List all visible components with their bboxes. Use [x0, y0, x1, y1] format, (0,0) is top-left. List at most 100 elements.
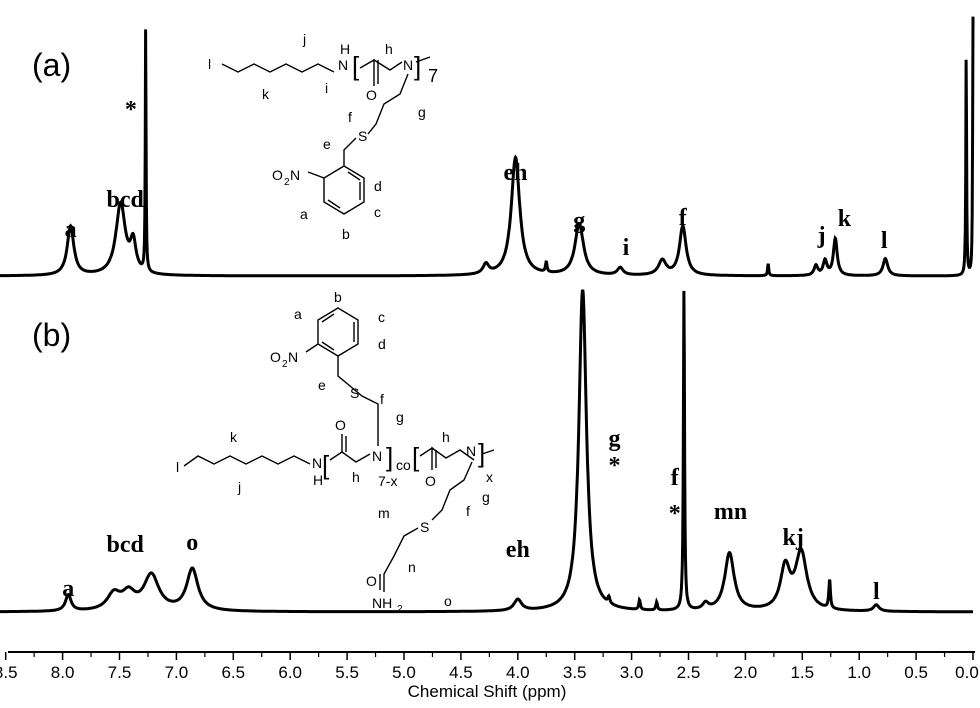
x-tick-label: 5.0	[392, 663, 416, 682]
struct-b-bracket-4: ]	[478, 438, 485, 468]
struct-b-atom-o2: O	[425, 473, 436, 489]
peak-label-b-9: kj	[783, 525, 804, 551]
x-tick-label: 4.0	[506, 663, 530, 682]
side-chain-b3-bonds	[383, 527, 419, 592]
struct-b-label-e: e	[318, 377, 326, 393]
peak-label-a-8: k	[838, 206, 852, 232]
x-tick-label: 8.5	[0, 663, 18, 682]
struct-b-atom-n2: N	[466, 443, 476, 459]
x-tick-label: 0.5	[904, 663, 928, 682]
peak-label-b-6: f	[671, 465, 680, 491]
benzyl-bonds	[343, 137, 357, 166]
struct-a-label-h: h	[385, 41, 393, 57]
struct-b-co: co	[396, 457, 411, 473]
x-tick-label: 2.5	[677, 663, 701, 682]
peak-label-b-7: *	[669, 501, 681, 527]
peak-label-a-7: j	[817, 223, 826, 249]
alkyl-chain-b-bonds	[183, 455, 311, 467]
chemical-structure-b: b a c d O 2 N e S f g l k j N H [ O h N …	[176, 289, 495, 615]
peak-label-b-8: mn	[714, 499, 747, 525]
x-tick-label: 5.5	[335, 663, 359, 682]
x-tick-label: 6.0	[278, 663, 302, 682]
peak-label-a-0: a	[65, 217, 77, 243]
x-tick-label: 6.5	[221, 663, 245, 682]
struct-b-label-j: j	[237, 479, 241, 495]
struct-b-label-g: g	[396, 409, 404, 425]
struct-a-atom-n: N	[338, 57, 348, 73]
struct-b-atom-s: S	[350, 385, 359, 401]
peak-label-b-10: l	[873, 579, 880, 605]
panel-b-label: (b)	[32, 317, 71, 353]
struct-b-atom-s2: S	[420, 519, 429, 535]
peak-label-a-6: f	[679, 205, 688, 231]
x-tick-label: 1.5	[790, 663, 814, 682]
x-tick-label: 0.0	[955, 663, 979, 682]
x-tick-label: 4.5	[449, 663, 473, 682]
terminal-bond	[415, 56, 431, 63]
struct-b-label-f2: f	[466, 503, 470, 519]
struct-b-nh2-sub: 2	[397, 604, 403, 615]
benzene-ring	[323, 165, 365, 215]
backbone-b-bonds-2	[419, 446, 475, 470]
peak-label-a-5: i	[623, 235, 630, 261]
x-axis-title: Chemical Shift (ppm)	[408, 682, 567, 701]
struct-b-atom-o1: O	[335, 417, 346, 433]
peak-label-b-4: g	[609, 426, 621, 452]
terminal-b-bond	[481, 449, 495, 455]
backbone-b-bonds-1	[329, 434, 371, 463]
struct-b-bracket-2: ]	[386, 442, 393, 472]
ring-b-double-3	[321, 341, 335, 351]
spectrum-trace-a	[0, 16, 975, 278]
struct-b-atom-n1: N	[372, 448, 382, 464]
struct-a-nitro-2: 2	[284, 177, 290, 188]
struct-a-label-e: e	[323, 136, 331, 152]
x-tick-label: 3.0	[620, 663, 644, 682]
peak-label-a-4: g	[573, 208, 585, 234]
struct-b-label-k: k	[230, 429, 238, 445]
peak-label-b-0: a	[62, 576, 74, 602]
struct-a-bracket-left: [	[352, 51, 360, 81]
chemical-structure-a: l k j i N H [ O h N ] 7 g f S e O 2 N d …	[208, 31, 438, 242]
ring-double-2	[327, 199, 341, 209]
x-tick-label: 3.5	[563, 663, 587, 682]
struct-b-nitro-2: 2	[282, 359, 288, 370]
peak-label-a-1: bcd	[107, 187, 145, 213]
x-tick-label: 8.0	[51, 663, 75, 682]
struct-a-label-f: f	[348, 109, 352, 125]
struct-a-atom-h: H	[340, 41, 350, 57]
struct-b-label-g2: g	[482, 489, 490, 505]
struct-b-bracket-3: [	[412, 442, 420, 472]
struct-b-nitro-n: N	[288, 349, 298, 365]
struct-b-label-n: n	[408, 559, 416, 575]
peak-label-b-1: bcd	[107, 532, 145, 558]
struct-b-label-x: x	[486, 469, 493, 485]
struct-b-nh2: NH	[372, 595, 392, 611]
backbone-bonds	[359, 58, 403, 86]
struct-b-label-h2: h	[442, 429, 450, 445]
peak-label-b-2: o	[186, 530, 198, 556]
struct-b-label-o: o	[444, 593, 452, 609]
struct-a-atom-n2: N	[403, 57, 413, 73]
struct-b-label-l: l	[176, 459, 179, 475]
struct-a-atom-o: O	[366, 87, 377, 103]
struct-b-label-a: a	[294, 306, 302, 322]
peak-label-a-2: *	[125, 97, 137, 123]
struct-a-label-a: a	[300, 206, 308, 222]
struct-b-atom-n: N	[312, 455, 322, 471]
side-chain-bonds	[367, 73, 409, 135]
spectrum-trace-b	[0, 289, 973, 614]
struct-a-label-c: c	[374, 204, 381, 220]
nitro-bond	[307, 171, 325, 179]
struct-a-label-l: l	[208, 56, 211, 72]
x-axis: 8.58.07.57.06.56.05.55.04.54.03.53.02.52…	[0, 651, 979, 682]
struct-b-label-b: b	[334, 289, 342, 305]
struct-a-label-b: b	[342, 226, 350, 242]
x-tick-label: 2.0	[734, 663, 758, 682]
struct-b-bracket-1: [	[322, 450, 330, 480]
x-tick-label: 7.0	[165, 663, 189, 682]
struct-a-label-k: k	[262, 86, 270, 102]
peak-label-b-3: eh	[506, 537, 530, 563]
